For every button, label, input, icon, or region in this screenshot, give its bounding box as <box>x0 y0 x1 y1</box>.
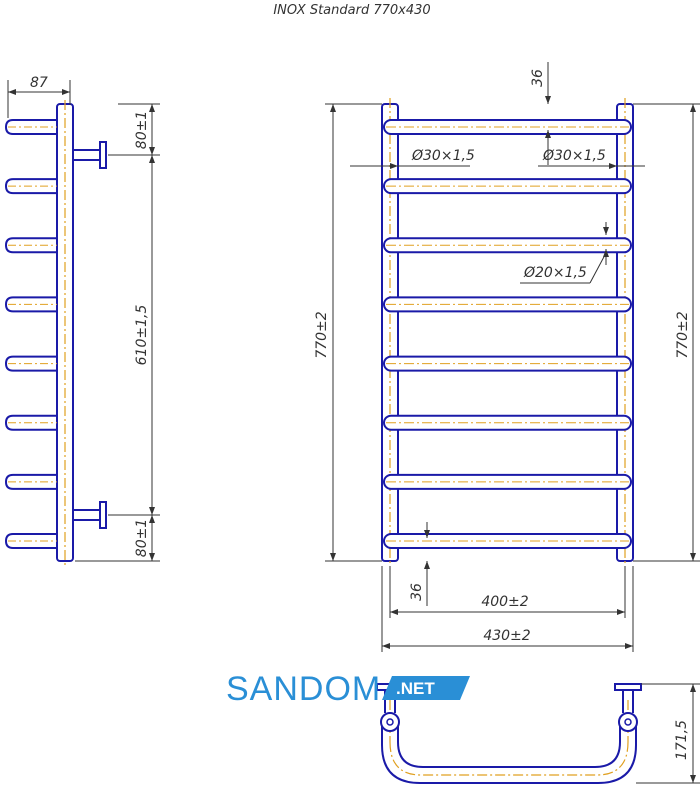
side-bottom-offset-label: 80±1 <box>134 519 150 557</box>
top-view-rung-inner <box>397 718 621 768</box>
top-view-centerline-bottom <box>389 741 629 776</box>
front-pipe-right-label: Ø30×1,5 <box>542 148 606 164</box>
side-vertical-dimensions: 80±1 610±1,5 80±1 <box>75 103 160 562</box>
side-rung <box>4 178 57 195</box>
side-rung <box>4 296 57 313</box>
top-view-rung-outer <box>381 718 637 784</box>
top-view: 171,5 <box>376 683 700 784</box>
side-rung <box>4 119 57 135</box>
side-view: 87 80±1 610±1,5 80±1 <box>4 75 160 565</box>
side-rung <box>4 237 57 254</box>
front-top-gap-dimension: 36 <box>530 62 551 165</box>
front-bottom-gap-label: 36 <box>409 583 425 601</box>
top-view-depth-label: 171,5 <box>674 720 690 760</box>
side-mount-bottom <box>73 501 107 529</box>
side-rung <box>4 473 57 490</box>
front-height-left-dimension: 770±2 <box>314 103 382 562</box>
front-rung-pipe-label: Ø20×1,5 <box>523 265 587 281</box>
side-rung <box>4 533 57 549</box>
front-height-right-dimension: 770±2 <box>633 103 700 562</box>
front-view: 770±2 770±2 36 Ø30×1,5 Ø30×1,5 <box>314 62 700 652</box>
front-inner-width-label: 400±2 <box>481 594 528 610</box>
top-view-rail-left <box>380 712 400 732</box>
side-depth-dimension: 87 <box>7 75 71 118</box>
drawing-title: INOX Standard 770x430 <box>273 3 430 18</box>
front-top-gap-label: 36 <box>530 69 546 87</box>
front-pipe-left-label: Ø30×1,5 <box>411 148 475 164</box>
logo-suffix: .NET <box>396 679 435 698</box>
front-outer-width-label: 430±2 <box>483 628 530 644</box>
top-view-mount-right <box>614 683 642 691</box>
side-rung <box>4 414 57 431</box>
side-rung <box>4 355 57 372</box>
front-bottom-gap-dimension: 36 <box>409 522 430 606</box>
top-view-rail-right <box>618 712 638 732</box>
front-height-left-label: 770±2 <box>314 311 330 358</box>
sandom-logo: SANDOM .NET <box>226 670 470 708</box>
logo-brand: SANDOM <box>226 670 381 708</box>
logo-net-badge <box>382 676 470 700</box>
top-view-depth-dimension: 171,5 <box>636 683 700 784</box>
side-depth-label: 87 <box>30 75 48 91</box>
front-rungs <box>383 119 632 549</box>
side-top-offset-label: 80±1 <box>134 111 150 149</box>
front-width-dimensions: 400±2 430±2 <box>381 566 634 652</box>
side-rungs <box>4 119 57 549</box>
front-height-right-label: 770±2 <box>675 311 691 358</box>
front-pipe-callouts: Ø30×1,5 Ø30×1,5 Ø20×1,5 <box>350 148 645 284</box>
side-mount-spacing-label: 610±1,5 <box>134 305 150 366</box>
side-mount-top <box>73 141 107 169</box>
